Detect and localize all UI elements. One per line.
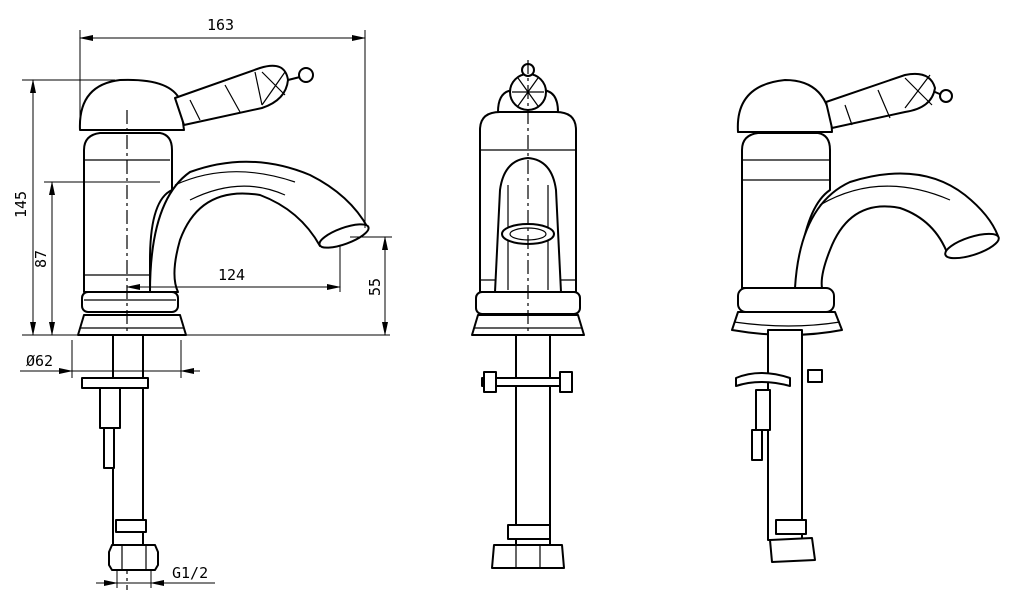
body xyxy=(83,132,173,293)
lever-knob xyxy=(298,67,314,83)
perspective-hex-nut xyxy=(769,537,816,563)
perspective-spout xyxy=(794,172,999,289)
hex-nut xyxy=(108,544,159,571)
fixing-stud xyxy=(99,387,121,429)
dim-base-diameter: Ø62 xyxy=(26,352,53,370)
side-view xyxy=(77,64,370,590)
lever-handle xyxy=(174,64,289,126)
dim-thread: G1/2 xyxy=(172,564,208,582)
flange-nut xyxy=(81,377,149,389)
dim-overall-height: 145 xyxy=(12,191,30,218)
dim-spout-reach: 124 xyxy=(218,266,245,284)
front-view xyxy=(471,60,585,569)
dim-outlet-clearance: 55 xyxy=(366,278,384,296)
supply-pipe xyxy=(112,334,144,551)
perspective-lever-handle xyxy=(825,72,936,129)
lever-head xyxy=(78,78,185,131)
dim-spout-height: 87 xyxy=(32,250,50,268)
dim-overall-width: 163 xyxy=(207,16,234,34)
spout-outlet xyxy=(318,223,370,249)
front-hex-nut xyxy=(491,544,565,569)
base xyxy=(77,314,187,336)
base-collar xyxy=(81,291,179,313)
perspective-view xyxy=(731,72,1000,563)
dimensions: 163 145 87 124 55 Ø62 G1/2 xyxy=(12,16,392,588)
